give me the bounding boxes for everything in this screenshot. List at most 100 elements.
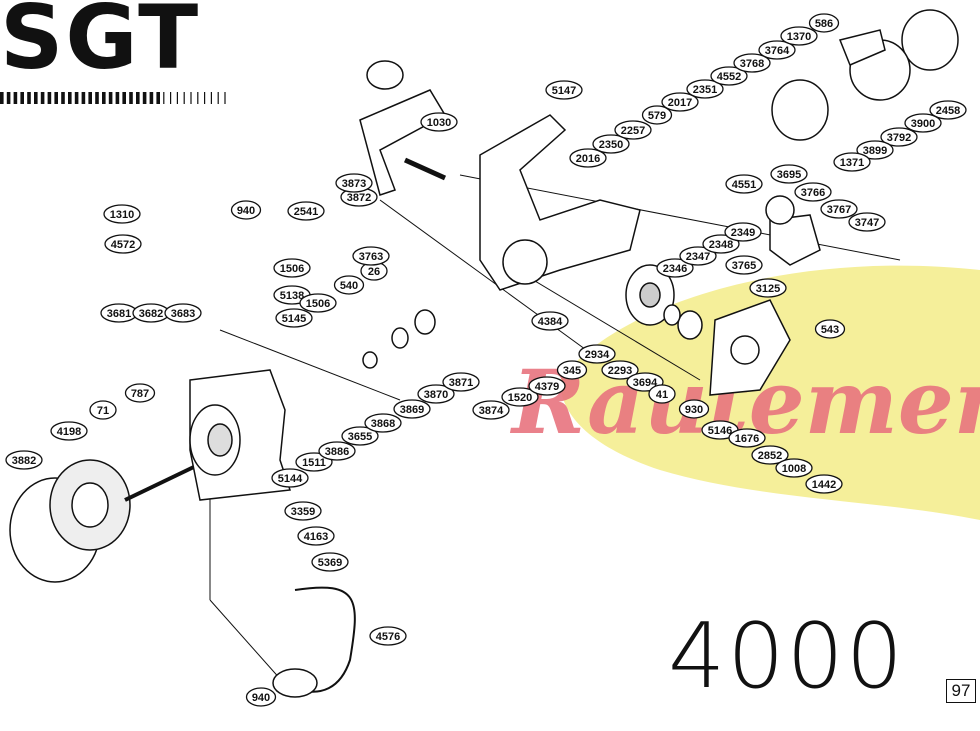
part-callout-oval bbox=[124, 383, 156, 403]
part-number-label: 3873 bbox=[342, 178, 366, 190]
part-number-label: 2346 bbox=[663, 263, 687, 275]
part-number-label: 3899 bbox=[863, 145, 887, 157]
part-callout: 5138 bbox=[273, 285, 311, 305]
part-callout: 3792 bbox=[880, 127, 918, 147]
part-number-label: 1310 bbox=[110, 209, 134, 221]
part-number-label: 3765 bbox=[732, 260, 756, 272]
oscillation-parts bbox=[765, 195, 821, 266]
part-callout: 2016 bbox=[569, 148, 607, 168]
part-callout-oval bbox=[794, 182, 832, 202]
part-callout-oval bbox=[417, 384, 455, 404]
part-number-label: 3655 bbox=[348, 431, 372, 443]
part-number-label: 940 bbox=[237, 205, 255, 217]
part-number-label: 543 bbox=[821, 324, 839, 336]
part-number-label: 1506 bbox=[306, 298, 330, 310]
part-callout-oval bbox=[273, 258, 311, 278]
part-callout-oval bbox=[164, 303, 202, 323]
part-number-label: 4552 bbox=[717, 71, 741, 83]
part-callout-oval bbox=[103, 204, 141, 224]
part-number-label: 2347 bbox=[686, 251, 710, 263]
part-callout: 4198 bbox=[50, 421, 88, 441]
part-callout-oval bbox=[725, 174, 763, 194]
part-number-label: 3874 bbox=[479, 405, 504, 417]
part-callout-oval bbox=[364, 413, 402, 433]
part-callout-oval bbox=[393, 399, 431, 419]
part-callout: 1506 bbox=[273, 258, 311, 278]
part-number-label: 930 bbox=[685, 404, 703, 416]
part-callout-oval bbox=[856, 140, 894, 160]
part-callout-oval bbox=[775, 458, 813, 478]
part-callout: 3125 bbox=[749, 278, 787, 298]
part-number-label: 2458 bbox=[936, 105, 960, 117]
part-number-label: 3869 bbox=[400, 404, 424, 416]
part-callout-oval bbox=[808, 13, 840, 33]
part-number-label: 1030 bbox=[427, 117, 451, 129]
part-number-label: 4551 bbox=[732, 179, 756, 191]
part-callout: 3899 bbox=[856, 140, 894, 160]
part-callout-oval bbox=[702, 234, 740, 254]
part-callout: 345 bbox=[556, 360, 588, 380]
part-number-label: 3871 bbox=[449, 377, 473, 389]
part-callout: 3870 bbox=[417, 384, 455, 404]
part-number-label: 1370 bbox=[787, 31, 811, 43]
part-number-label: 1371 bbox=[840, 157, 864, 169]
part-number-label: 3870 bbox=[424, 389, 448, 401]
part-callout: 1442 bbox=[805, 474, 843, 494]
part-callout-oval bbox=[299, 293, 337, 313]
part-number-label: 1442 bbox=[812, 479, 836, 491]
part-number-label: 787 bbox=[131, 388, 149, 400]
part-number-label: 4576 bbox=[376, 631, 400, 643]
part-callout: 543 bbox=[814, 319, 846, 339]
part-callout: 1511 bbox=[295, 452, 333, 472]
part-callout-oval bbox=[710, 66, 748, 86]
part-callout: 1506 bbox=[299, 293, 337, 313]
part-number-label: 1511 bbox=[302, 457, 326, 469]
part-callout-oval bbox=[751, 445, 789, 465]
part-number-label: 3764 bbox=[765, 45, 790, 57]
part-number-label: 41 bbox=[656, 389, 668, 401]
part-number-label: 4198 bbox=[57, 426, 81, 438]
part-number-label: 1008 bbox=[782, 463, 806, 475]
part-number-label: 2017 bbox=[668, 97, 692, 109]
part-callout-oval bbox=[833, 152, 871, 172]
brand-name: SGT bbox=[0, 0, 201, 89]
part-number-label: 4379 bbox=[535, 381, 559, 393]
part-number-label: 2348 bbox=[709, 239, 733, 251]
part-number-label: 345 bbox=[563, 365, 581, 377]
part-number-label: 71 bbox=[97, 405, 109, 417]
part-callout: 1371 bbox=[833, 152, 871, 172]
part-number-label: 3683 bbox=[171, 308, 195, 320]
part-callout: 5369 bbox=[311, 552, 349, 572]
part-number-label: 2852 bbox=[758, 450, 782, 462]
part-callout: 4572 bbox=[104, 234, 142, 254]
part-number-label: 540 bbox=[340, 280, 358, 292]
part-callout: 2458 bbox=[929, 100, 967, 120]
part-number-label: 3681 bbox=[107, 308, 131, 320]
part-callout: 3682 bbox=[132, 303, 170, 323]
part-number-label: 4384 bbox=[538, 316, 563, 328]
part-callout: 3868 bbox=[364, 413, 402, 433]
part-callout-oval bbox=[686, 79, 724, 99]
part-callout-oval bbox=[814, 319, 846, 339]
part-callout: 2351 bbox=[686, 79, 724, 99]
part-callout-oval bbox=[275, 308, 313, 328]
part-callout-oval bbox=[679, 246, 717, 266]
part-callout: 5144 bbox=[271, 468, 309, 488]
part-callout: 3869 bbox=[393, 399, 431, 419]
part-callout-oval bbox=[420, 112, 458, 132]
part-number-label: 2934 bbox=[585, 349, 610, 361]
part-number-label: 5369 bbox=[318, 557, 342, 569]
part-callout: 1676 bbox=[728, 428, 766, 448]
part-callout-oval bbox=[725, 255, 763, 275]
part-callout: 3359 bbox=[284, 501, 322, 521]
part-callout-oval bbox=[656, 258, 694, 278]
part-callout: 3872 bbox=[340, 187, 378, 207]
part-number-label: 1676 bbox=[735, 433, 759, 445]
part-number-label: 579 bbox=[648, 110, 666, 122]
part-callout-oval bbox=[592, 134, 630, 154]
part-number-label: 2350 bbox=[599, 139, 623, 151]
part-callout: 586 bbox=[808, 13, 840, 33]
part-callout-oval bbox=[50, 421, 88, 441]
